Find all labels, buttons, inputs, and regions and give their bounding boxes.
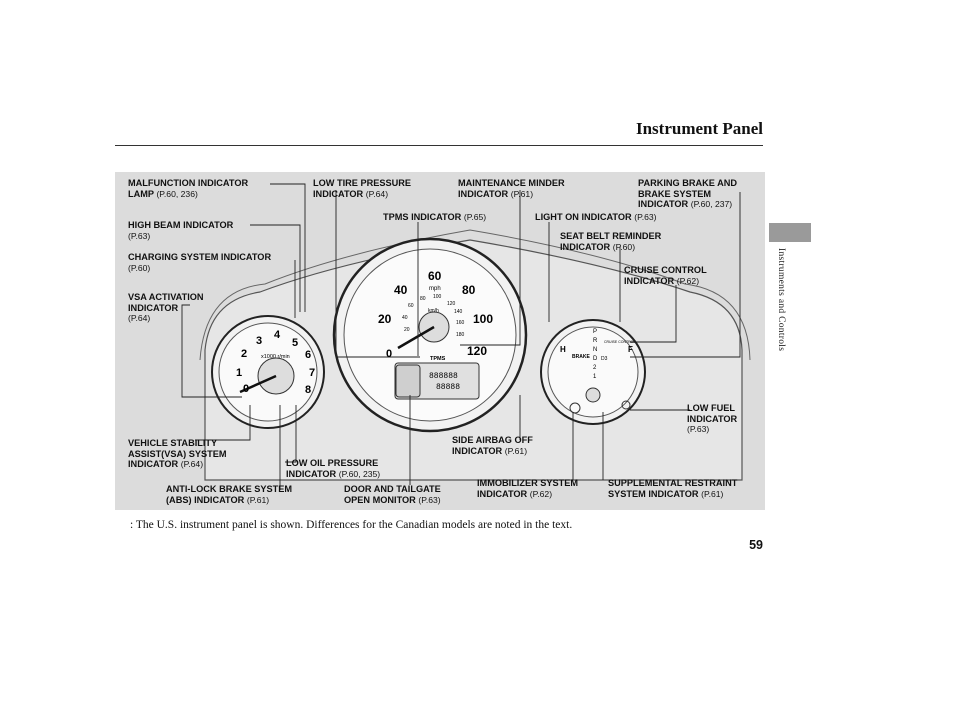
label-maintenance-minder-indicator: MAINTENANCE MINDER INDICATOR (P.61)	[458, 178, 565, 199]
tach-num-0: 0	[243, 383, 249, 395]
label-low-tire-pressure-indicator: LOW TIRE PRESSURE INDICATOR (P.64)	[313, 178, 412, 199]
label-low-oil-pressure-indicator: LOW OIL PRESSURE INDICATOR (P.60, 235)	[286, 458, 381, 479]
label-immobilizer-system-indicator: IMMOBILIZER SYSTEM INDICATOR (P.62)	[477, 478, 579, 499]
speedo-kmh-40: 40	[402, 315, 408, 321]
speedo-kmh-100: 100	[433, 294, 442, 300]
label-charging-system-indicator: CHARGING SYSTEM INDICATOR(P.60)	[128, 252, 272, 273]
page-number: 59	[749, 538, 763, 552]
gear-2: 2	[593, 365, 597, 371]
label-cruise-control-indicator: CRUISE CONTROL INDICATOR (P.62)	[624, 265, 707, 286]
brake-text: BRAKE	[572, 354, 590, 360]
speedo-kmh-60: 60	[408, 303, 414, 309]
tach-num-8: 8	[305, 384, 311, 396]
odometer-display: 888888	[429, 372, 458, 381]
label-abs-indicator: ANTI-LOCK BRAKE SYSTEM (ABS) INDICATOR (…	[166, 484, 293, 505]
gear-1: 1	[593, 374, 597, 380]
trip-display: 88888	[436, 383, 460, 392]
label-high-beam-indicator: HIGH BEAM INDICATOR(P.63)	[128, 220, 234, 241]
cruise-text: CRUISE CONTROL	[604, 340, 635, 344]
tach-unit: x1000 r/min	[261, 354, 290, 360]
label-malfunction-indicator: MALFUNCTION INDICATOR LAMP (P.60, 236)	[128, 178, 249, 199]
label-tpms-indicator: TPMS INDICATOR (P.65)	[383, 212, 487, 222]
speedo-mph-20: 20	[378, 312, 392, 326]
speedo-kmh-80: 80	[420, 296, 426, 302]
gear-r: R	[593, 338, 598, 344]
title-rule	[115, 145, 763, 146]
speedo-mph-80: 80	[462, 283, 476, 297]
gear-d3: D3	[601, 356, 608, 362]
fuel-f-label: F	[628, 345, 633, 354]
gear-p: P	[593, 329, 597, 335]
speedo-kmh-160: 160	[456, 320, 465, 326]
label-door-tailgate-open-monitor: DOOR AND TAILGATE OPEN MONITOR (P.63)	[344, 484, 441, 505]
tach-num-2: 2	[241, 348, 247, 360]
speedo-kmh-180: 180	[456, 332, 465, 338]
tach-num-3: 3	[256, 335, 262, 347]
page-title: Instrument Panel	[635, 119, 763, 138]
speedo-mph-120: 120	[467, 344, 487, 358]
speedo-unit-mph: mph	[429, 286, 441, 292]
tach-num-7: 7	[309, 367, 315, 379]
speedo-kmh-140: 140	[454, 309, 463, 315]
label-seat-belt-reminder-indicator: SEAT BELT REMINDER INDICATOR (P.60)	[560, 231, 662, 252]
gear-n: N	[593, 347, 597, 353]
speedo-mph-0: 0	[386, 348, 392, 360]
label-side-airbag-off-indicator: SIDE AIRBAG OFF INDICATOR (P.61)	[452, 435, 533, 456]
speedo-kmh-20: 20	[404, 327, 410, 333]
label-low-fuel-indicator: LOW FUEL INDICATOR(P.63)	[687, 403, 738, 434]
tach-num-6: 6	[305, 349, 311, 361]
label-vsa-system-indicator: VEHICLE STABILITY ASSIST(VSA) SYSTEM IND…	[128, 438, 227, 469]
gear-d: D	[593, 356, 598, 362]
label-parking-brake-indicator: PARKING BRAKE AND BRAKE SYSTEM INDICATOR…	[638, 178, 738, 209]
speedo-kmh-120: 120	[447, 301, 456, 307]
label-light-on-indicator: LIGHT ON INDICATOR (P.63)	[535, 212, 657, 222]
section-label: Instruments and Controls	[776, 248, 786, 352]
tach-num-1: 1	[236, 367, 242, 379]
speedo-mph-100: 100	[473, 312, 493, 326]
temp-h-label: H	[560, 345, 566, 354]
tach-num-4: 4	[274, 329, 281, 341]
label-srs-indicator: SUPPLEMENTAL RESTRAINT SYSTEM INDICATOR …	[608, 478, 738, 499]
speedo-mph-40: 40	[394, 283, 408, 297]
tpms-text: TPMS	[430, 356, 446, 362]
label-vsa-activation-indicator: VSA ACTIVATION INDICATOR(P.64)	[128, 292, 204, 323]
section-tab	[769, 223, 811, 242]
tach-num-5: 5	[292, 337, 298, 349]
speedo-unit-kmh: km/h	[428, 308, 439, 314]
footnote: : The U.S. instrument panel is shown. Di…	[130, 519, 573, 531]
speedo-mph-60: 60	[428, 269, 442, 283]
